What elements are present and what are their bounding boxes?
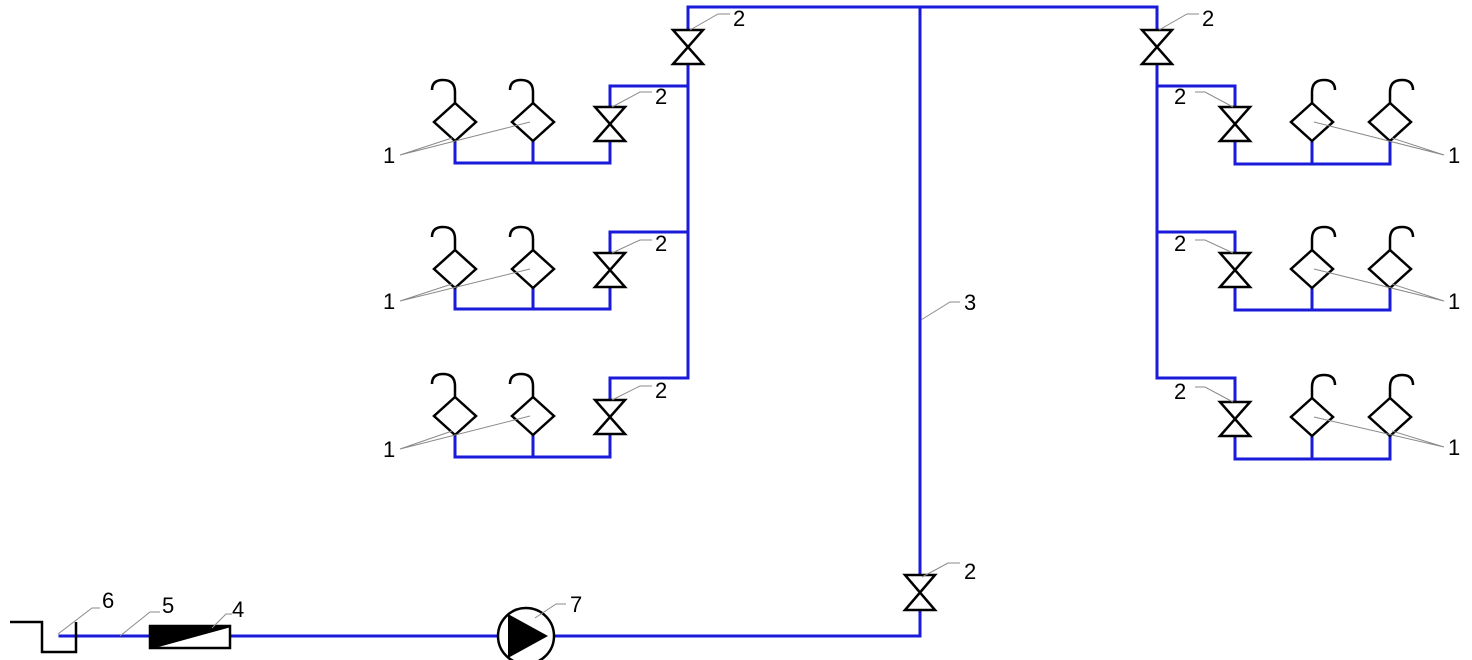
outlet-icon xyxy=(430,78,478,143)
outlet-icon xyxy=(1289,225,1337,290)
outlet-callout: 1 xyxy=(1448,143,1460,168)
riser-callout: 3 xyxy=(964,290,976,315)
outlet-icon xyxy=(508,372,556,437)
meter-callout: 4 xyxy=(232,597,244,622)
pump-icon[interactable] xyxy=(496,606,556,660)
supply-line-callout: 5 xyxy=(162,593,174,618)
water-source-icon xyxy=(10,620,78,654)
source-callout: 6 xyxy=(102,588,114,613)
left-branch-pipe-2 xyxy=(453,230,690,311)
valve-callout: 2 xyxy=(1174,379,1186,404)
valve-callout: 2 xyxy=(964,559,976,584)
outlet-callout: 1 xyxy=(383,289,395,314)
callout-labels: 2 2 2 2 2 2 2 2 2 3 1 1 1 1 1 1 6 5 4 7 xyxy=(102,6,1460,622)
valve-icon[interactable] xyxy=(592,251,628,289)
outlet-icon xyxy=(508,78,556,143)
outlet-callout: 1 xyxy=(1448,289,1460,314)
outlet-icon xyxy=(1289,373,1337,438)
water-meter-icon xyxy=(148,624,232,650)
valve-icon[interactable] xyxy=(1217,251,1253,289)
valve-icon[interactable] xyxy=(1217,400,1253,438)
outlet-icon xyxy=(1367,225,1415,290)
valve-icon[interactable] xyxy=(1217,105,1253,143)
right-branch-pipe-3 xyxy=(1155,376,1392,461)
outlet-icon xyxy=(1367,373,1415,438)
outlet-icon xyxy=(1289,78,1337,143)
right-branch-pipe-2 xyxy=(1155,230,1392,312)
valve-icon[interactable] xyxy=(592,398,628,436)
outlet-callout: 1 xyxy=(1448,435,1460,460)
right-branch-pipe-1 xyxy=(1155,84,1392,166)
left-branch-pipe-1 xyxy=(453,84,690,165)
outlet-icon xyxy=(1367,78,1415,143)
valves xyxy=(592,28,1253,612)
valve-icon[interactable] xyxy=(902,573,938,612)
valve-callout: 2 xyxy=(655,378,667,403)
valve-callout: 2 xyxy=(655,84,667,109)
left-branch-pipe-3 xyxy=(453,376,690,459)
pipe-network xyxy=(58,5,1392,638)
valve-callout: 2 xyxy=(1174,231,1186,256)
valve-icon[interactable] xyxy=(592,105,628,143)
outlet-icon xyxy=(508,225,556,290)
valve-callout: 2 xyxy=(733,6,745,31)
valve-callout: 2 xyxy=(1174,84,1186,109)
outlet-callout: 1 xyxy=(383,437,395,462)
valve-callout: 2 xyxy=(655,231,667,256)
valve-callout: 2 xyxy=(1202,6,1214,31)
outlet-callout: 1 xyxy=(383,143,395,168)
outlet-icon xyxy=(430,372,478,437)
leader-lines xyxy=(57,13,1445,637)
valve-icon[interactable] xyxy=(670,28,706,66)
outlets xyxy=(430,78,1415,438)
pump-callout: 7 xyxy=(570,592,582,617)
valve-icon[interactable] xyxy=(1139,28,1175,66)
outlet-icon xyxy=(430,225,478,290)
